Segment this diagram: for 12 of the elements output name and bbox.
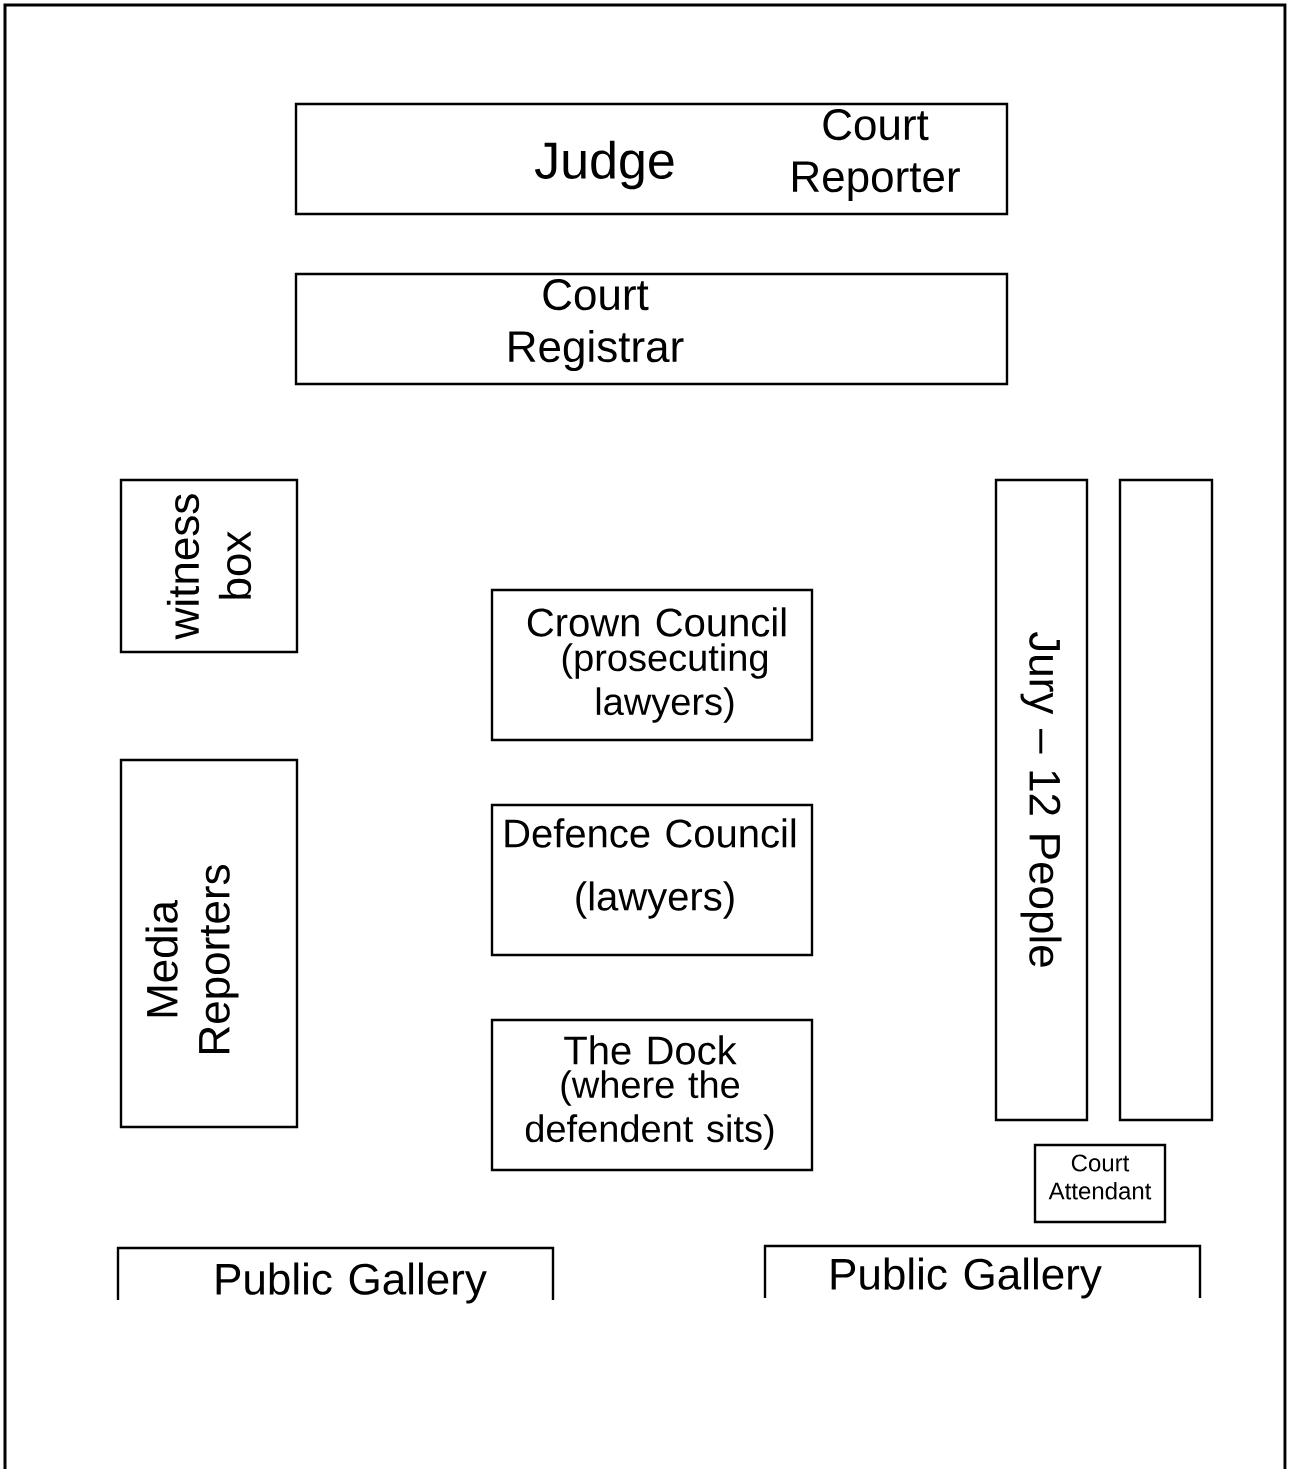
seating-area: Crown Council (prosecuting lawyers) [490,588,814,742]
seating-area: Media Reporters [119,758,299,1129]
seating-area: Court Registrar [294,272,1009,386]
seating-area: witness box [119,478,299,654]
seating-area: The Dock (where the defendent sits) [490,1018,814,1172]
gallery-bench: Public Gallery [116,1246,555,1304]
seating-area: Jury – 12 People [994,478,1089,1122]
seating-area [1118,478,1214,1122]
seating-area: Judge Court Reporter [294,102,1009,216]
seating-area: Court Attendant [1033,1143,1167,1224]
gallery-bench: Public Gallery [763,1244,1202,1299]
seating-area: Defence Council (lawyers) [490,803,814,957]
